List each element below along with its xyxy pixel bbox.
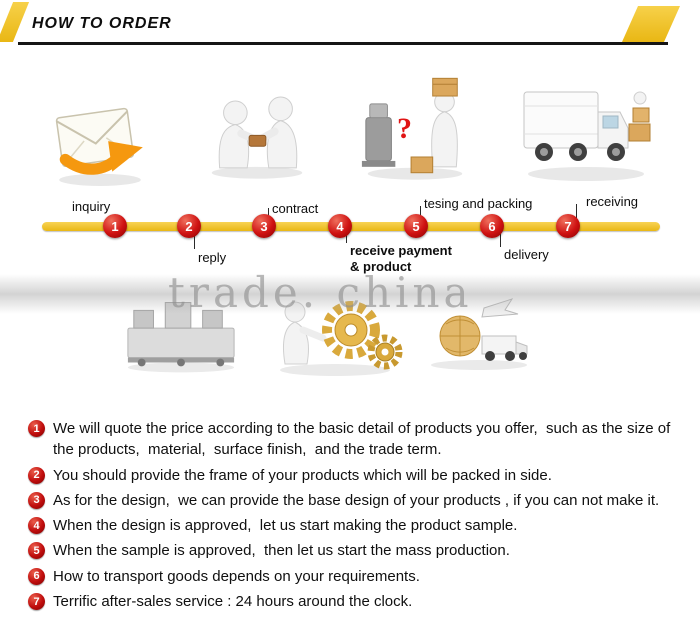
connector-receive-payment — [346, 233, 347, 243]
page-title: HOW TO ORDER — [32, 15, 172, 32]
receiving-truck-icon — [516, 64, 656, 188]
note-number-badge: 2 — [28, 466, 45, 484]
note-number-badge: 6 — [28, 567, 45, 585]
list-item: 1 We will quote the price according to t… — [28, 418, 678, 461]
note-text: When the design is approved, let us star… — [53, 517, 518, 535]
header-left-gold-stripe — [0, 2, 30, 42]
connector-receiving — [576, 204, 577, 222]
contract-handshake-icon — [198, 76, 316, 182]
step-circle-2: 2 — [177, 214, 201, 238]
header-underline — [18, 42, 668, 45]
step-circle-7: 7 — [556, 214, 580, 238]
note-text: Terrific after-sales service : 24 hours … — [53, 593, 413, 611]
step-circle-1: 1 — [103, 214, 127, 238]
connector-reply — [194, 233, 195, 249]
note-number-badge: 7 — [28, 593, 45, 611]
list-item: 5 When the sample is approved, then let … — [28, 540, 678, 561]
step-circle-5: 5 — [404, 214, 428, 238]
note-number-badge: 4 — [28, 517, 45, 535]
inquiry-envelope-icon — [48, 84, 152, 188]
note-text: We will quote the price according to the… — [53, 420, 675, 459]
production-line-image — [122, 292, 240, 374]
note-number-badge: 3 — [28, 491, 45, 509]
note-number-badge: 5 — [28, 542, 45, 560]
question-mark-glyph: ? — [397, 112, 412, 145]
note-number-badge: 1 — [28, 420, 45, 437]
step-label-receive-payment: receive payment & product — [350, 243, 452, 275]
step-label-contract: contract — [272, 201, 319, 216]
list-item: 6 How to transport goods depends on your… — [28, 566, 678, 587]
list-item: 2 You should provide the frame of your p… — [28, 465, 678, 486]
step-circle-4: 4 — [328, 214, 352, 238]
step-label-delivery: delivery — [504, 247, 549, 262]
step-label-receiving: receiving — [586, 194, 639, 209]
globe-plane-truck-image — [424, 292, 534, 372]
gears-worker-image — [265, 282, 405, 377]
header-right-gold-stripe — [621, 6, 681, 42]
note-text: As for the design, we can provide the ba… — [53, 491, 660, 509]
note-text: When the sample is approved, then let us… — [53, 542, 510, 560]
list-item: 3 As for the design, we can provide the … — [28, 490, 678, 511]
step-circle-6: 6 — [480, 214, 504, 238]
note-text: You should provide the frame of your pro… — [53, 466, 552, 484]
list-item: 4 When the design is approved, let us st… — [28, 515, 678, 536]
step-circle-3: 3 — [252, 214, 276, 238]
step-label-reply: reply — [198, 250, 227, 265]
connector-delivery — [500, 233, 501, 247]
note-text: How to transport goods depends on your r… — [53, 567, 420, 585]
list-item: 7 Terrific after-sales service : 24 hour… — [28, 591, 678, 612]
step-label-inquiry: inquiry — [72, 199, 111, 214]
step-label-testing-packing: tesing and packing — [424, 196, 533, 211]
order-notes-list: 1 We will quote the price according to t… — [28, 418, 678, 616]
testing-packing-icon — [356, 70, 474, 184]
